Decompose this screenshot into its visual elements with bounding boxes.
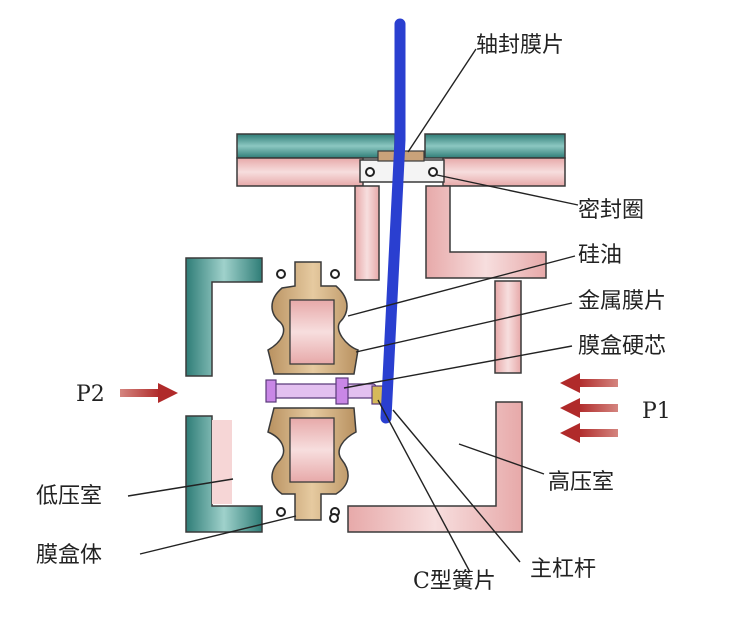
label-p1: P1 — [642, 399, 671, 424]
label-seal-ring: 密封圈 — [578, 198, 644, 223]
capsule-ring-tr — [330, 269, 340, 279]
top-plate-right-teal — [424, 133, 566, 159]
hard-core-upper — [289, 299, 335, 365]
c-spring-connector — [265, 377, 385, 405]
capsule-ring-bl — [276, 507, 286, 517]
label-metal-diaphragm: 金属膜片 — [578, 289, 666, 314]
label-p2: P2 — [76, 382, 105, 407]
labels: 轴封膜片 密封圈 硅油 金属膜片 膜盒硬芯 P2 P1 低压室 高压室 膜盒体 … — [36, 33, 671, 594]
label-capsule-body: 膜盒体 — [36, 543, 102, 568]
connector-mid-cap — [335, 377, 349, 405]
leader-silicone-oil — [347, 255, 576, 317]
seal-ring-right — [428, 167, 438, 177]
capsule-ring-tl — [276, 269, 286, 279]
left-upper-l-housing — [185, 257, 263, 377]
p1-arrow-1 — [560, 373, 618, 393]
connector-rod — [267, 383, 377, 399]
leader-main-lever — [392, 409, 521, 563]
label-low-pressure-chamber: 低压室 — [36, 484, 102, 509]
leader-metal-diaphragm — [355, 302, 573, 353]
leader-shaft-seal — [407, 48, 477, 153]
label-high-pressure-chamber: 高压室 — [548, 470, 614, 495]
label-silicone-oil: 硅油 — [578, 243, 622, 268]
label-main-lever: 主杠杆 — [530, 557, 596, 582]
leader-seal-ring — [436, 174, 579, 206]
p1-arrows — [560, 373, 618, 443]
top-plate-left-teal — [236, 133, 396, 159]
upper-left-wall — [354, 185, 380, 281]
capsule-body — [267, 261, 359, 523]
leader-low-pressure — [127, 478, 234, 497]
chamber-ring-right — [329, 513, 339, 523]
p1-arrow-2 — [560, 398, 618, 418]
leader-lines — [127, 48, 579, 573]
main-lever — [380, 18, 406, 424]
p1-arrow-3 — [560, 423, 618, 443]
hard-core-lower — [289, 417, 335, 483]
top-plate-left-pink — [236, 157, 364, 187]
left-lower-l-housing — [185, 415, 263, 533]
label-shaft-seal-diaphragm: 轴封膜片 — [476, 33, 564, 58]
p2-arrow — [120, 383, 178, 403]
label-capsule-hard-core: 膜盒硬芯 — [578, 334, 666, 359]
low-pressure-chamber-fill — [212, 420, 232, 504]
top-plate-right-pink — [442, 157, 566, 187]
leader-c-spring — [377, 399, 471, 573]
leader-high-pressure — [458, 443, 545, 475]
label-c-spring: C型簧片 — [413, 569, 496, 594]
seal-ring-left — [365, 167, 375, 177]
connector-left-cap — [265, 379, 277, 403]
right-lower-l-housing — [347, 401, 523, 533]
leader-capsule-body — [139, 515, 297, 555]
leader-hard-core — [343, 345, 573, 389]
upper-right-l-wall — [425, 185, 547, 279]
